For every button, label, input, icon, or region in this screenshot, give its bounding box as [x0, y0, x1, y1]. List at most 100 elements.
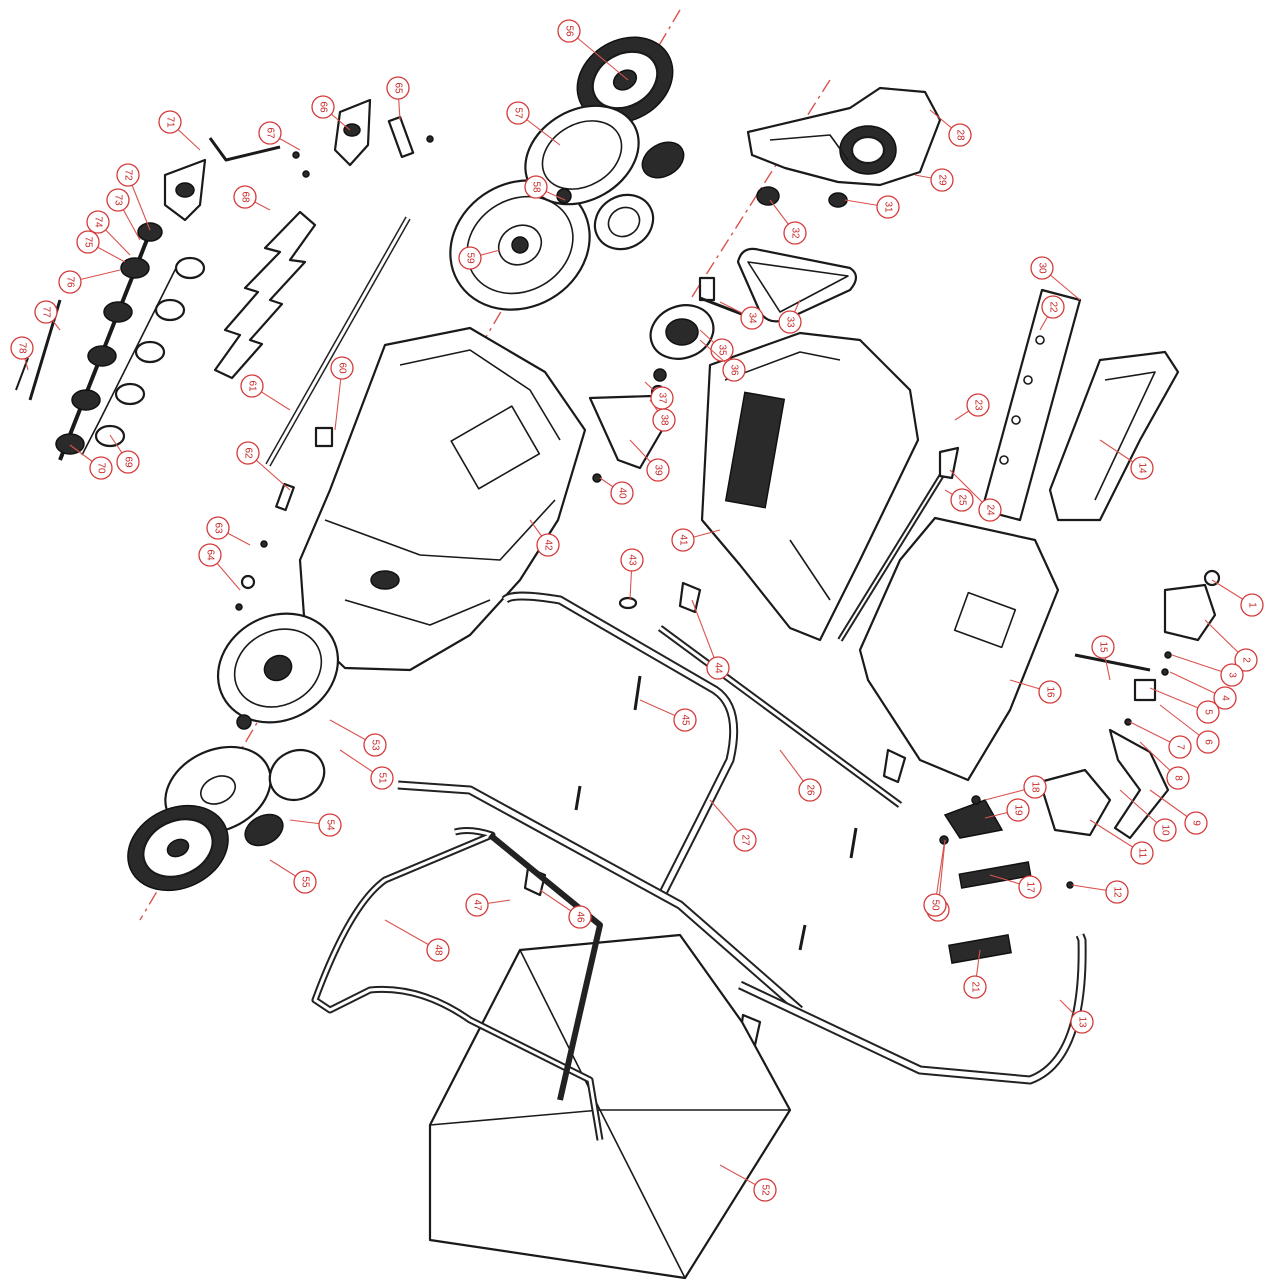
callout-number: 23 — [973, 399, 984, 411]
front-hubcap — [127, 804, 229, 892]
callout-number: 54 — [325, 819, 336, 831]
callout-circle — [706, 656, 730, 680]
callout-circle — [1130, 841, 1154, 865]
callout-circle — [978, 498, 1002, 522]
callout-2: 2 — [1204, 619, 1258, 672]
callout-number: 67 — [265, 127, 276, 139]
callout-number: 64 — [205, 549, 216, 561]
callout-circle — [34, 300, 58, 324]
callout-27: 27 — [709, 799, 757, 852]
callout-number: 8 — [1173, 775, 1184, 781]
callout-73: 73 — [106, 188, 141, 241]
callout-circle — [876, 195, 900, 219]
callout-number: 76 — [65, 276, 76, 288]
callout-circle — [465, 893, 489, 917]
callout-circle — [386, 76, 410, 100]
callout-circle — [158, 110, 182, 134]
callout-40: 40 — [599, 477, 634, 505]
callout-number: 5 — [1203, 709, 1214, 715]
callout-number: 56 — [564, 25, 575, 37]
callout-circle — [646, 458, 670, 482]
callout-44: 44 — [691, 599, 730, 680]
callout-number: 21 — [970, 981, 981, 993]
front-gear-hub — [236, 574, 326, 847]
callout-circle — [426, 938, 450, 962]
callout-number: 75 — [83, 236, 94, 248]
callout-70: 70 — [69, 444, 113, 480]
callout-number: 7 — [1175, 744, 1186, 750]
callout-circle — [311, 95, 335, 119]
callout-number: 2 — [1241, 657, 1252, 663]
callout-circle — [86, 210, 110, 234]
small-fasteners-left — [235, 135, 434, 611]
callout-circle — [106, 188, 130, 212]
callouts: 1234567891011121314151617181920212223242… — [10, 19, 1264, 1202]
callout-number: 9 — [1191, 820, 1202, 826]
callout-number: 40 — [617, 487, 628, 499]
callout-number: 4 — [1220, 695, 1231, 701]
callout-number: 61 — [247, 380, 258, 392]
callout-number: 59 — [465, 252, 476, 264]
callout-number: 57 — [513, 107, 524, 119]
callout-circle — [778, 310, 802, 334]
callout-50: 50 — [923, 844, 947, 917]
callout-circle — [1213, 686, 1237, 710]
callout-circle — [1006, 798, 1030, 822]
rear-flap — [1048, 350, 1180, 522]
callout-circle — [116, 450, 140, 474]
callout-circle — [236, 441, 260, 465]
callout-13: 13 — [1059, 999, 1094, 1034]
callout-circle — [1130, 456, 1154, 480]
callout-number: 16 — [1045, 686, 1056, 698]
callout-number: 13 — [1077, 1016, 1088, 1028]
callout-circle — [950, 488, 974, 512]
callout-circle — [1023, 775, 1047, 799]
pulley — [649, 276, 753, 400]
callout-number: 24 — [985, 504, 996, 516]
callout-circle — [1091, 635, 1115, 659]
callout-55: 55 — [269, 859, 317, 894]
callout-47: 47 — [465, 893, 511, 917]
callout-circle — [318, 813, 342, 837]
callout-number: 15 — [1098, 641, 1109, 653]
callout-circle — [1234, 648, 1258, 672]
callout-58: 58 — [524, 175, 566, 201]
callout-52: 52 — [719, 1164, 777, 1202]
callout-circle — [1166, 766, 1190, 790]
callout-19: 19 — [984, 798, 1030, 822]
rear-wheel-cover — [524, 104, 640, 206]
callout-number: 78 — [17, 342, 28, 354]
callout-number: 17 — [1025, 881, 1036, 893]
callout-18: 18 — [984, 775, 1047, 801]
callout-number: 74 — [93, 216, 104, 228]
callout-number: 53 — [370, 739, 381, 751]
callout-number: 70 — [96, 462, 107, 474]
callout-number: 43 — [627, 554, 638, 566]
callout-15: 15 — [1091, 635, 1115, 681]
callout-circle — [740, 306, 764, 330]
callout-leader — [568, 30, 629, 81]
callout-number: 29 — [937, 174, 948, 186]
grass-bag — [428, 933, 792, 1280]
callout-6: 6 — [1159, 704, 1220, 754]
callout-56: 56 — [557, 19, 629, 81]
callout-number: 28 — [955, 129, 966, 141]
callout-1: 1 — [1211, 579, 1264, 617]
callout-36: 36 — [699, 339, 746, 382]
callout-75: 75 — [76, 230, 126, 263]
callout-number: 11 — [1137, 848, 1148, 859]
callout-circle — [258, 121, 282, 145]
callout-3: 3 — [1171, 654, 1244, 687]
callout-33: 33 — [778, 299, 802, 334]
callout-number: 34 — [747, 312, 758, 324]
callout-5: 5 — [1149, 687, 1220, 724]
callout-60: 60 — [330, 356, 354, 431]
callout-number: 77 — [41, 306, 52, 318]
callout-34: 34 — [719, 301, 764, 330]
callout-circle — [673, 708, 697, 732]
callout-circle — [293, 870, 317, 894]
callout-76: 76 — [58, 269, 121, 294]
drive-belt — [736, 247, 858, 323]
deck-housing — [298, 326, 587, 672]
callout-circle — [568, 905, 592, 929]
